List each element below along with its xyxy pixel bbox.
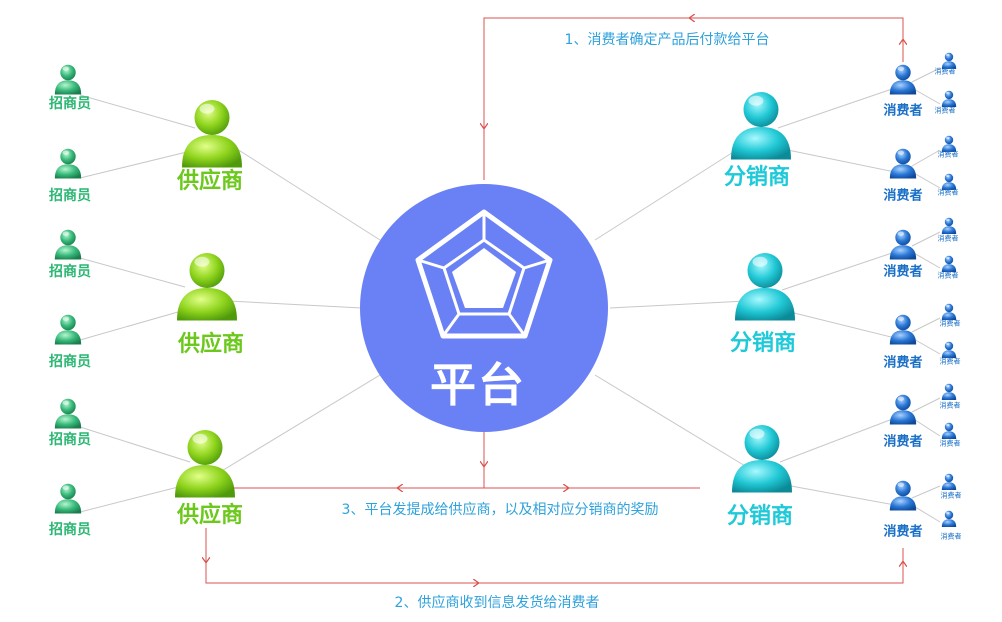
sub-consumer-label: 消费者 — [937, 188, 959, 197]
connector-line — [79, 94, 196, 129]
connector-line — [911, 251, 941, 269]
connector-line — [594, 374, 761, 476]
recruiter-icon — [54, 148, 82, 179]
connector-line — [911, 87, 941, 105]
consumer-icon — [889, 394, 917, 425]
sub-consumer-label: 消费者 — [940, 532, 962, 541]
mini-consumer-icon — [941, 303, 957, 320]
connector-line — [214, 134, 381, 241]
sub-consumer-label: 消费者 — [937, 234, 959, 243]
mini-consumer-icon — [941, 510, 957, 527]
recruiter-label: 招商员 — [49, 432, 91, 448]
connector-line — [79, 309, 186, 341]
sub-consumer-label: 消费者 — [937, 271, 959, 280]
connector-line — [79, 149, 196, 179]
mini-consumer-icon — [941, 383, 957, 400]
mini-consumer-icon — [941, 217, 957, 234]
recruiter-label: 招商员 — [49, 354, 91, 370]
consumer-icon — [889, 64, 917, 95]
mini-consumer-icon — [941, 473, 957, 490]
mini-consumer-icon — [941, 173, 957, 190]
flow-label-commission: 3、平台发提成给供应商，以及相对应分销商的奖励 — [341, 502, 659, 518]
connector-line — [911, 171, 941, 189]
platform-label: 平台 — [430, 358, 526, 412]
flow-arrows — [200, 18, 903, 583]
radar-fill — [452, 248, 516, 308]
recruiter-icon — [54, 483, 82, 514]
pentagon-radar-icon — [415, 209, 553, 339]
sub-consumer-label: 消费者 — [940, 491, 962, 500]
recruiter-label: 招商员 — [49, 522, 91, 538]
consumer-label: 消费者 — [883, 264, 923, 280]
recruiter-icon — [54, 398, 82, 429]
connector-line — [911, 67, 941, 83]
connector-line — [911, 504, 941, 523]
connector-line — [209, 299, 363, 309]
sub-consumer-label: 消费者 — [934, 67, 956, 76]
consumer-icon — [889, 148, 917, 179]
connector-line — [911, 231, 941, 247]
mini-consumer-icon — [941, 341, 957, 358]
sub-consumer-label: 消费者 — [939, 319, 961, 328]
supplier-icon — [177, 253, 237, 321]
recruiter-label: 招商员 — [49, 188, 91, 204]
mini-consumer-icon — [941, 422, 957, 439]
flow-label-payment: 1、消费者确定产品后付款给平台 — [564, 32, 770, 48]
distributor-label: 分销商 — [729, 331, 797, 356]
connector-line — [214, 374, 381, 476]
sub-consumer-label: 消费者 — [934, 106, 956, 115]
distributor-icon — [731, 92, 791, 160]
consumer-label: 消费者 — [883, 103, 923, 119]
consumer-label: 消费者 — [883, 188, 923, 204]
consumer-label: 消费者 — [883, 434, 923, 450]
sub-consumer-label: 消费者 — [939, 357, 961, 366]
mini-consumer-icon — [941, 52, 957, 69]
recruiter-label: 招商员 — [49, 264, 91, 280]
distributor-icon — [735, 253, 795, 321]
supplier-label: 供应商 — [176, 169, 244, 194]
connector-line — [779, 483, 896, 506]
connector-line — [79, 426, 191, 463]
supplier-label: 供应商 — [177, 332, 245, 357]
connector-line — [79, 483, 191, 513]
connector-line — [911, 337, 941, 355]
distributor-label: 分销商 — [723, 165, 791, 190]
sub-consumer-label: 消费者 — [939, 439, 961, 448]
platform-hub — [360, 184, 608, 432]
consumer-icon — [889, 480, 917, 511]
connector-lines — [79, 67, 941, 523]
connector-line — [79, 257, 186, 288]
mini-consumer-icon — [941, 135, 957, 152]
connector-line — [781, 309, 896, 339]
consumer-icon — [889, 229, 917, 260]
connector-line — [911, 397, 941, 413]
mini-consumer-icon — [941, 90, 957, 107]
sub-consumer-label: 消费者 — [937, 150, 959, 159]
connector-line — [781, 251, 896, 291]
connector-line — [911, 485, 941, 499]
mini-consumer-icon — [941, 255, 957, 272]
recruiter-icon — [54, 314, 82, 345]
supplier-icon — [182, 100, 242, 168]
consumer-label: 消费者 — [883, 524, 923, 540]
connector-line — [911, 149, 941, 167]
consumer-label: 消费者 — [883, 355, 923, 371]
recruiter-label: 招商员 — [49, 96, 91, 112]
recruiter-icon — [54, 229, 82, 260]
flow-line-shipping — [205, 528, 904, 584]
connector-line — [911, 417, 941, 437]
supplier-label: 供应商 — [176, 503, 244, 528]
recruiter-icon — [54, 64, 82, 95]
consumer-icon — [889, 314, 917, 345]
connector-line — [777, 147, 896, 173]
flow-label-shipping: 2、供应商收到信息发货给消费者 — [394, 595, 600, 611]
connector-line — [779, 417, 896, 463]
distributor-label: 分销商 — [726, 504, 794, 529]
distributor-icon — [732, 425, 792, 493]
connector-line — [911, 317, 941, 333]
connector-line — [777, 87, 896, 129]
sub-consumer-label: 消费者 — [939, 401, 961, 410]
supplier-icon — [175, 430, 235, 498]
